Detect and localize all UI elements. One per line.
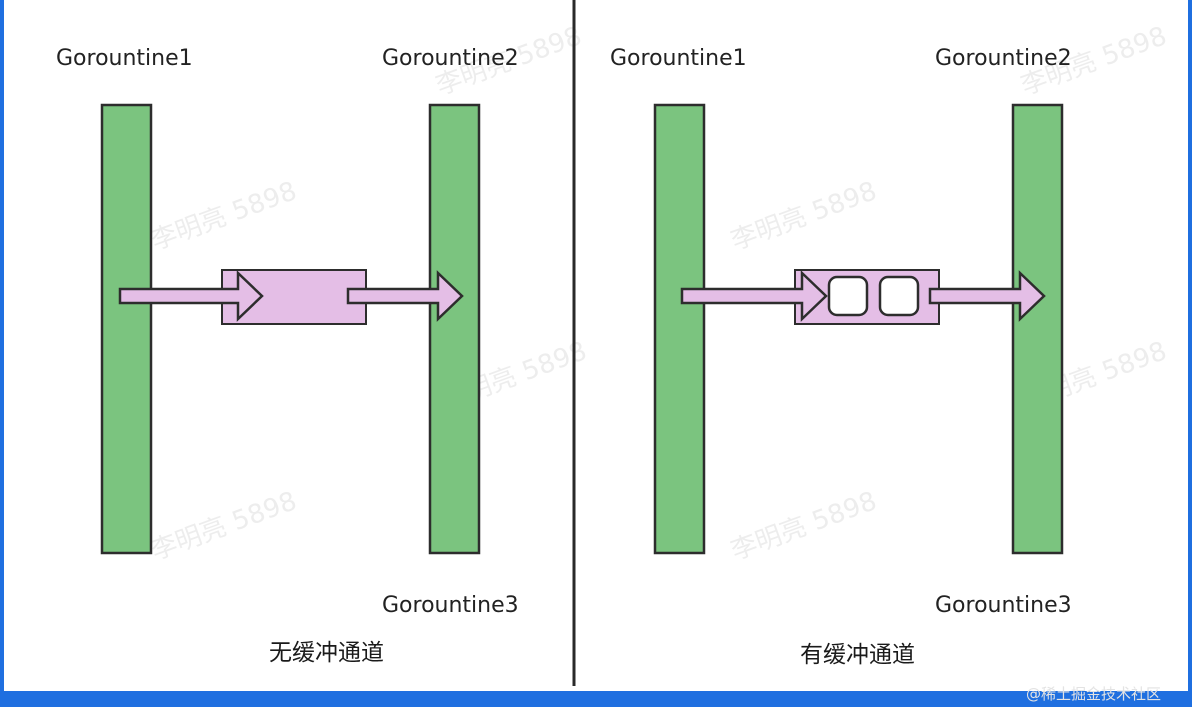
goroutine1-bar (653, 103, 706, 555)
goroutine3-label: Gorountine3 (382, 593, 519, 618)
frame-right-border (1188, 0, 1192, 707)
goroutine1-bar (100, 103, 153, 555)
receive-arrow (928, 270, 1046, 322)
watermark: 李明亮 5898 (727, 176, 881, 256)
watermark: 李明亮 5898 (147, 176, 301, 256)
goroutine2-bar (428, 103, 481, 555)
panel-unbuffered: Gorountine1 Gorountine2 Gorountine3 无缓冲通… (56, 46, 519, 666)
watermark: 李明亮 5898 (147, 486, 301, 566)
goroutine2-label: Gorountine2 (935, 46, 1072, 71)
frame-left-border (0, 0, 4, 707)
frame-bottom-border (0, 691, 1192, 707)
watermark: 李明亮 5898 (727, 486, 881, 566)
goroutine3-label: Gorountine3 (935, 593, 1072, 618)
panel-caption: 无缓冲通道 (269, 640, 384, 666)
goroutine2-bar (1011, 103, 1064, 555)
goroutine1-label: Gorountine1 (610, 46, 747, 71)
buffer-slot (827, 275, 869, 317)
panel-buffered: Gorountine1 Gorountine2 Gorountine3 有缓冲通… (610, 46, 1072, 668)
goroutine2-label: Gorountine2 (382, 46, 519, 71)
panel-caption: 有缓冲通道 (800, 642, 915, 668)
receive-arrow (346, 270, 464, 322)
buffer-slot (878, 275, 920, 317)
goroutine1-label: Gorountine1 (56, 46, 193, 71)
footer-watermark: @稀土掘金技术社区 (1026, 685, 1161, 703)
send-arrow (680, 270, 828, 322)
send-arrow (118, 270, 264, 322)
